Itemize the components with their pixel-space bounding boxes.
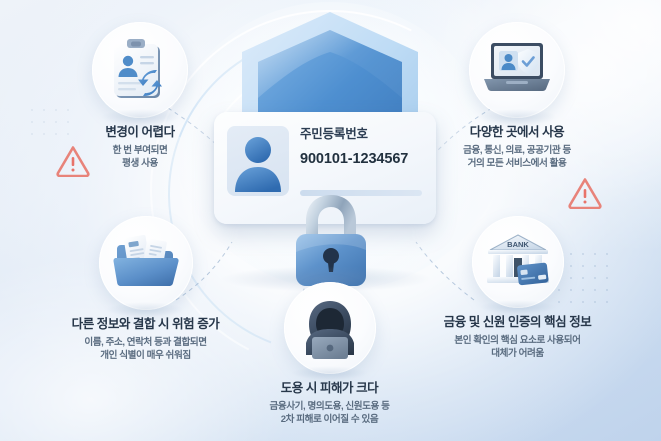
feature-description: 본인 확인의 핵심 요소로 사용되어 대체가 어려움 — [400, 334, 635, 361]
warning-triangle-icon — [56, 146, 90, 178]
warning-triangle-left — [55, 144, 91, 182]
feature-node-text: 도용 시 피해가 크다 금융사기, 명의도용, 신원도용 등 2차 피해로 이어… — [212, 381, 447, 427]
laptop-id-shield-icon — [469, 22, 565, 125]
feature-node-combine[interactable]: 다른 정보와 결합 시 위험 증가 이름, 주소, 연락처 등과 결합되면 개인… — [38, 216, 253, 363]
bank-creditcard-icon: BANK — [471, 216, 564, 315]
svg-text:BANK: BANK — [507, 240, 529, 249]
feature-node-change[interactable]: 변경이 어렵다 한 번 부여되면 평생 사용 — [60, 22, 220, 171]
feature-description: 한 번 부여되면 평생 사용 — [60, 144, 220, 171]
feature-node-text: 금융 및 신원 인증의 핵심 정보 본인 확인의 핵심 요소로 사용되어 대체가… — [400, 315, 635, 361]
hooded-hacker-laptop-icon — [283, 282, 376, 381]
id-card-text-block: 주민등록번호 900101-1234567 — [300, 128, 424, 166]
feature-node-theft[interactable]: 도용 시 피해가 크다 금융사기, 명의도용, 신원도용 등 2차 피해로 이어… — [212, 282, 447, 427]
warning-triangle-right — [567, 176, 603, 214]
feature-desc-line-2: 대체가 어려움 — [491, 348, 544, 360]
feature-desc-line-1: 본인 확인의 핵심 요소로 사용되어 — [454, 334, 581, 346]
id-card-placeholder-bar — [300, 190, 422, 196]
feature-desc-line-1: 이름, 주소, 연락처 등과 결합되면 — [84, 336, 207, 348]
feature-desc-line-2: 거의 모든 서비스에서 활용 — [467, 158, 567, 170]
warning-triangle-icon — [568, 178, 602, 210]
feature-desc-line-2: 개인 식별이 매우 쉬워짐 — [100, 350, 191, 362]
id-card-label: 주민등록번호 — [300, 127, 368, 141]
central-hero-graphic: 주민등록번호 900101-1234567 — [170, 2, 490, 302]
feature-node-usage[interactable]: 다양한 곳에서 사용 금융, 통신, 의료, 공공기관 등 거의 모든 서비스에… — [432, 22, 602, 171]
feature-desc-line-2: 평생 사용 — [122, 158, 158, 170]
feature-title: 금융 및 신원 인증의 핵심 정보 — [443, 315, 592, 329]
feature-desc-line-1: 금융사기, 명의도용, 신원도용 등 — [269, 400, 390, 412]
feature-description: 금융, 통신, 의료, 공공기관 등 거의 모든 서비스에서 활용 — [432, 144, 602, 171]
feature-node-text: 변경이 어렵다 한 번 부여되면 평생 사용 — [60, 125, 220, 171]
person-avatar-icon — [227, 126, 289, 196]
feature-description: 이름, 주소, 연락처 등과 결합되면 개인 식별이 매우 쉬워짐 — [38, 336, 253, 363]
feature-title: 다양한 곳에서 사용 — [469, 125, 565, 139]
feature-description: 금융사기, 명의도용, 신원도용 등 2차 피해로 이어질 수 있음 — [212, 400, 447, 427]
feature-node-text: 다른 정보와 결합 시 위험 증가 이름, 주소, 연락처 등과 결합되면 개인… — [38, 317, 253, 363]
id-card-number: 900101-1234567 — [300, 150, 409, 167]
clipboard-refresh-icon — [92, 22, 188, 125]
padlock-icon — [290, 190, 372, 290]
feature-title: 변경이 어렵다 — [105, 125, 175, 139]
feature-title: 다른 정보와 결합 시 위험 증가 — [71, 317, 220, 331]
feature-node-text: 다양한 곳에서 사용 금융, 통신, 의료, 공공기관 등 거의 모든 서비스에… — [432, 125, 602, 171]
feature-node-finance[interactable]: BANK 금융 및 신원 인증의 핵심 정보 본인 확인의 핵심 요소로 — [400, 216, 635, 361]
folder-documents-icon — [98, 216, 193, 317]
feature-desc-line-1: 한 번 부여되면 — [112, 144, 168, 156]
feature-desc-line-1: 금융, 통신, 의료, 공공기관 등 — [463, 144, 571, 156]
feature-title: 도용 시 피해가 크다 — [280, 381, 379, 395]
id-card: 주민등록번호 900101-1234567 — [214, 112, 436, 224]
feature-desc-line-2: 2차 피해로 이어질 수 있음 — [280, 414, 379, 426]
